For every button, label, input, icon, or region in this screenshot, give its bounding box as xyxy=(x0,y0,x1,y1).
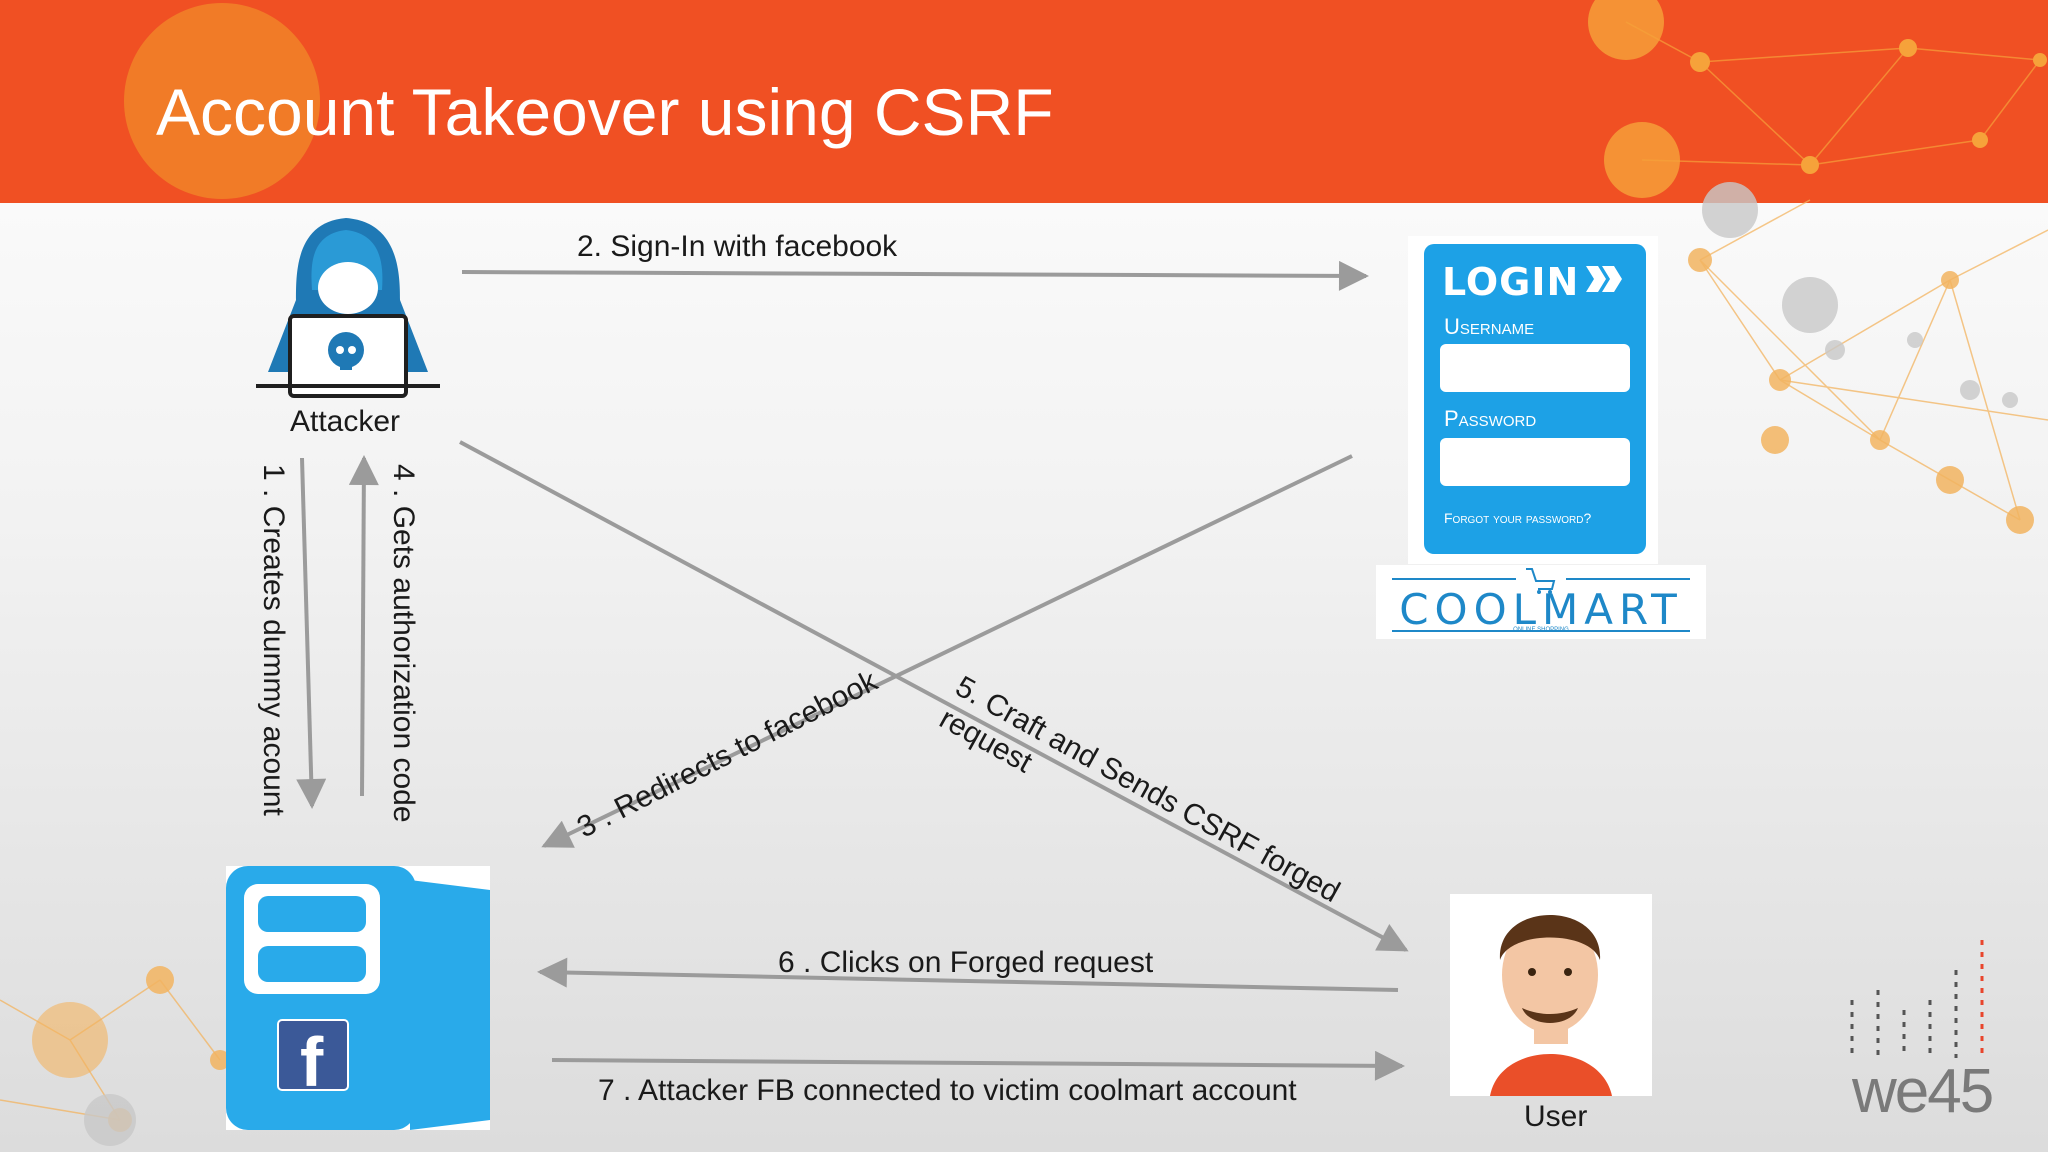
edge-e3-arrow xyxy=(541,454,1353,848)
edge-e7-label: 7 . Attacker FB connected to victim cool… xyxy=(598,1074,1297,1107)
attacker-label: Attacker xyxy=(290,405,401,438)
edge-e5-arrow xyxy=(459,440,1409,952)
user-avatar-icon xyxy=(1450,894,1652,1096)
edge-e7-arrow xyxy=(551,1050,1405,1081)
user-label: User xyxy=(1524,1100,1588,1133)
edge-e6-label: 6 . Clicks on Forged request xyxy=(778,946,1154,979)
edge-e4-arrow xyxy=(348,455,379,797)
login-title: LOGIN xyxy=(1442,260,1580,304)
we45-logo: we45 xyxy=(1852,1057,1994,1126)
facebook-server-icon: f xyxy=(226,866,490,1130)
edge-e1-label: 1 . Creates dummy acount xyxy=(257,464,290,816)
login-form: LOGIN Username Password Forgot your pass… xyxy=(1424,244,1646,554)
username-label: Username xyxy=(1444,314,1535,339)
hacker-icon xyxy=(256,218,440,398)
password-label: Password xyxy=(1444,406,1537,431)
slide-header: Account Takeover using CSRF xyxy=(0,0,2048,203)
edge-e4-label: 4 . Gets authorization code xyxy=(387,464,420,823)
password-field[interactable] xyxy=(1440,438,1630,486)
coolmart-tagline: ONLINE SHOPPING xyxy=(1513,627,1569,633)
edge-e2-arrow xyxy=(461,260,1369,291)
edge-e1-arrow xyxy=(296,457,327,809)
coolmart-brand: COOLMART xyxy=(1399,585,1683,634)
forward-arrows-icon xyxy=(1586,266,1622,292)
slide-title: Account Takeover using CSRF xyxy=(156,75,1054,149)
header-decoration xyxy=(124,0,2047,199)
edge-e6-arrow xyxy=(537,957,1399,992)
facebook-logo-icon: f xyxy=(300,1023,324,1101)
shopping-cart-icon xyxy=(1392,568,1690,632)
username-field[interactable] xyxy=(1440,344,1630,392)
coolmart-logo: COOLMART ONLINE SHOPPING xyxy=(1376,565,1706,639)
edge-e2-label: 2. Sign-In with facebook xyxy=(577,230,898,263)
forgot-password-link[interactable]: Forgot your password? xyxy=(1444,510,1592,526)
we45-logo-icon xyxy=(1850,940,1984,1058)
